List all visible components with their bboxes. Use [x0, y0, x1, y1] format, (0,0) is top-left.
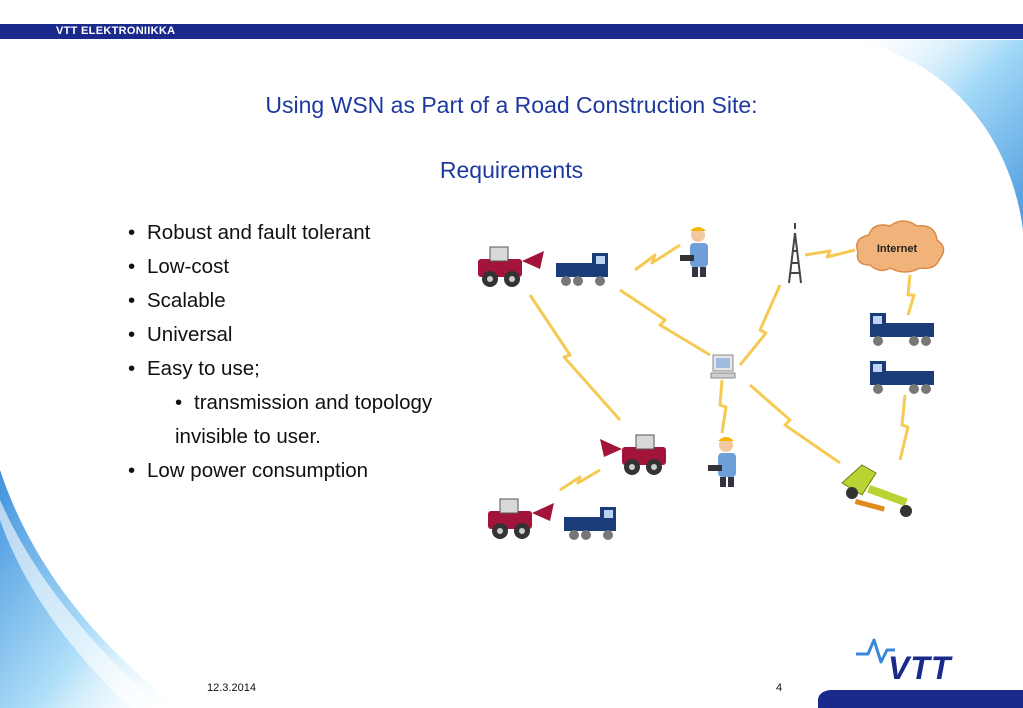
- slide-subtitle: Requirements: [439, 157, 584, 183]
- list-item: •Low power consumption: [128, 456, 432, 490]
- bulldozer-icon: [600, 434, 666, 475]
- slide-title: Using WSN as Part of a Road Construction…: [265, 92, 758, 118]
- bulldozer-icon: [488, 498, 554, 539]
- truck-icon: [870, 313, 934, 346]
- bullet-icon: •: [128, 459, 136, 482]
- org-label: VTT ELEKTRONIIKKA: [56, 25, 176, 37]
- truck-icon: [870, 361, 934, 394]
- list-item: •Easy to use;: [128, 354, 432, 388]
- list-item: •Universal: [128, 320, 432, 354]
- bullet-icon: •: [128, 221, 136, 244]
- computer-icon: [710, 354, 736, 379]
- internet-cloud-icon: [856, 220, 945, 273]
- sub-list-item: •transmission and topology: [128, 388, 432, 422]
- list-item: •Robust and fault tolerant: [128, 218, 432, 252]
- requirements-list: •Robust and fault tolerant •Low-cost •Sc…: [128, 218, 432, 490]
- truck-icon: [556, 253, 608, 286]
- list-item: •Scalable: [128, 286, 432, 320]
- truck-icon: [564, 507, 616, 540]
- page-number: 4: [776, 682, 783, 694]
- vtt-logo-text: VTT: [888, 650, 953, 686]
- footer-date: 12.3.2014: [207, 682, 256, 694]
- internet-label: Internet: [877, 243, 918, 255]
- bullet-icon: •: [175, 391, 183, 414]
- bullet-icon: •: [128, 255, 136, 278]
- worker-icon: [708, 437, 736, 487]
- road-grader-icon: [841, 464, 912, 517]
- bullet-icon: •: [128, 357, 136, 380]
- signal-links: [528, 243, 916, 492]
- radio-tower-icon: [788, 223, 802, 284]
- bulldozer-icon: [478, 246, 544, 287]
- sub-list-item-continuation: invisible to user.: [175, 425, 321, 448]
- footer-bar: [818, 690, 1023, 708]
- bullet-icon: •: [128, 323, 136, 346]
- bullet-icon: •: [128, 289, 136, 312]
- header-bar: VTT ELEKTRONIIKKA: [0, 24, 1023, 39]
- wsn-network-diagram: Internet: [478, 220, 945, 540]
- list-item: •Low-cost: [128, 252, 432, 286]
- worker-icon: [680, 227, 708, 277]
